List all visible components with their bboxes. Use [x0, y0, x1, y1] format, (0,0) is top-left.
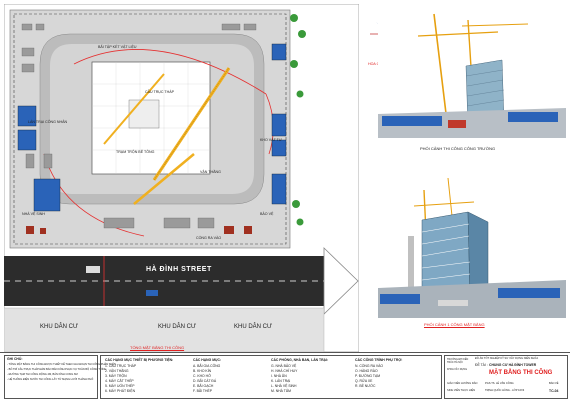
- site-label: CỔNG RA VÀO: [196, 236, 222, 240]
- legend-strip: GHI CHÚ: - TỔNG MẶT BẰNG THI CÔNG ĐƯỢC T…: [0, 352, 570, 401]
- legend-item: O. HÀNG RÀO: [355, 369, 378, 373]
- sheet-number: TC-04: [549, 389, 559, 393]
- street-label: HÀ ĐÌNH STREET: [146, 266, 212, 273]
- project-name: CHUNG CƯ HÀ ĐÌNH TOWER: [489, 363, 537, 367]
- legend-item: D. BÃI CÁT ĐÁ: [193, 379, 217, 383]
- legend-item: H. NHÀ CHỈ HUY: [271, 369, 298, 373]
- legend-item: A. BÃI GIA CÔNG: [193, 364, 221, 368]
- note-line: - BỐ TRÍ CẦU TRỤC THÁP ĐẢM BẢO BÁN KÍNH …: [7, 368, 107, 371]
- school-name: TRƯỜNG ĐH KIẾN TRÚC HÀ NỘI: [447, 358, 469, 364]
- residential-label: KHU DÂN CƯ: [40, 324, 79, 330]
- site-label: BẢO VỆ: [260, 212, 274, 216]
- notes-box: GHI CHÚ: - TỔNG MẶT BẰNG THI CÔNG ĐƯỢC T…: [4, 355, 116, 399]
- perspective-bottom: [378, 176, 566, 318]
- note-line: - TỔNG MẶT BẰNG THI CÔNG ĐƯỢC THIẾT KẾ T…: [7, 363, 116, 366]
- residential-zone: [4, 307, 325, 352]
- role-label: GIÁO VIÊN HƯỚNG DẪN: [447, 382, 478, 385]
- site-label: NHÀ VỆ SINH: [22, 212, 45, 216]
- role-label: SINH VIÊN THỰC HIỆN: [447, 389, 476, 392]
- legend-item: F. BÃI THÉP: [193, 389, 212, 393]
- project-label: ĐỀ TÀI :: [475, 363, 488, 367]
- legend-col-title: CÁC HẠNG MỤC THIẾT BỊ PHƯƠNG TIỆN:: [105, 358, 174, 362]
- legend-item: P. ĐƯỜNG TẠM: [355, 374, 381, 378]
- legend-item: G. NHÀ BẢO VỆ: [271, 364, 297, 368]
- legend-item: R. BỂ NƯỚC: [355, 384, 376, 388]
- plan-caption: TỔNG MẶT BẰNG THI CÔNG: [130, 345, 185, 350]
- legend-item: Q. RỬA XE: [355, 379, 373, 383]
- site-label: LÁN TRẠI CÔNG NHÂN: [28, 120, 68, 124]
- legend-col-title: CÁC CÔNG TRÌNH PHỤ TRỢ:: [355, 358, 403, 362]
- legend-item: C. KHO HỞ: [193, 374, 211, 378]
- sheet-label: BẢN VẼ: [549, 382, 559, 385]
- legend-item: K. LÁN TRẠI: [271, 379, 291, 383]
- site-label: TRẠM TRỘN BÊ TÔNG: [116, 150, 155, 154]
- faculty-name: KHOA XÂY DỰNG: [447, 368, 468, 371]
- legend-item: L. NHÀ VỆ SINH: [271, 384, 297, 388]
- residential-label: KHU DÂN CƯ: [158, 324, 197, 330]
- teacher-name: PGS.TS. LÊ VĂN CÔNG: [485, 382, 514, 385]
- legend-item: 5. MÁY UỐN THÉP: [105, 384, 135, 388]
- site-label: CẦU TRỤC THÁP: [145, 90, 175, 94]
- notes-title: GHI CHÚ:: [7, 357, 23, 361]
- note-line: - HỆ THỐNG ĐIỆN NƯỚC THI CÔNG LẤY TỪ MẠN…: [7, 378, 94, 381]
- vehicle: [86, 266, 100, 273]
- legend-item: 4. MÁY CẮT THÉP: [105, 379, 134, 383]
- street-direction-arrow: [323, 247, 359, 315]
- legend-item: E. BÃI GẠCH: [193, 384, 214, 388]
- title-header: ĐỒ ÁN TỐT NGHIỆP KỸ SƯ XÂY DỰNG NIÊN KHÓ…: [475, 357, 539, 360]
- legend-item: 3. MÁY TRỘN: [105, 374, 127, 378]
- caption-top: PHỐI CẢNH THI CÔNG CÔNG TRƯỜNG: [420, 146, 496, 151]
- storage-block: [17, 105, 37, 127]
- perspective-top: [378, 10, 566, 138]
- site-label: VẬN THĂNG: [200, 170, 221, 174]
- residential-label: KHU DÂN CƯ: [234, 324, 273, 330]
- legend-item: 6. MÁY PHÁT ĐIỆN: [105, 389, 136, 393]
- site-label: BÃI TẬP KẾT VẬT LIỆU: [98, 45, 137, 49]
- site-label: KHO VẬT TƯ: [260, 138, 282, 142]
- legend-item: M. NHÀ TẮM: [271, 389, 291, 393]
- legend-item: B. KHO KÍN: [193, 369, 212, 373]
- legend-item: I. NHÀ ĂN: [271, 374, 287, 378]
- legend-table: CÁC HẠNG MỤC THIẾT BỊ PHƯƠNG TIỆN: 1. CẦ…: [100, 355, 442, 399]
- student-name: TRỊNH QUỐC HÙNG - LỚP 10X3: [485, 389, 525, 392]
- legend-item: 2. VẬN THĂNG: [105, 369, 129, 373]
- crane-radius-arc: [73, 49, 267, 95]
- site-plan: [4, 4, 359, 352]
- legend-col-title: CÁC HẠNG MỤC:: [193, 358, 222, 362]
- legend-col-title: CÁC PHÒNG, NHÀ BAN, LÁN TRẠI:: [271, 358, 329, 362]
- caption-bottom: PHỐI CẢNH 1 CÔNG MẶT BẰNG: [424, 322, 485, 327]
- drawing-title: MẶT BẰNG THI CÔNG: [489, 370, 553, 376]
- legend-item: N. CỔNG RA VÀO: [355, 364, 384, 368]
- crane-boom-2: [103, 73, 165, 145]
- title-block: ĐỒ ÁN TỐT NGHIỆP KỸ SƯ XÂY DỰNG NIÊN KHÓ…: [444, 355, 568, 399]
- note-line: - ĐƯỜNG TẠM THI CÔNG RỘNG 4M, BÁN KÍNH C…: [7, 373, 78, 376]
- legend-item: 1. CẦU TRỤC THÁP: [105, 364, 137, 368]
